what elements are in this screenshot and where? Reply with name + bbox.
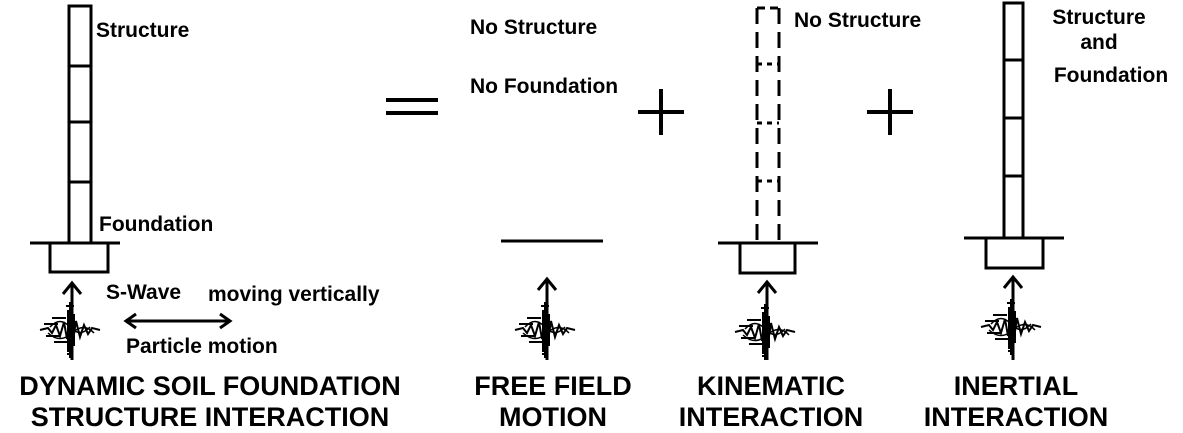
up-arrow xyxy=(61,280,83,360)
plus-sign xyxy=(638,89,684,135)
no-structure-label: No Structure xyxy=(794,9,921,32)
kinematic-panel: No Structure KINEMATIC INTERACTION xyxy=(679,6,921,432)
no-foundation-label: No Foundation xyxy=(470,75,618,98)
dssi-caption-line1: DYNAMIC SOIL FOUNDATION xyxy=(19,371,401,401)
structure-column xyxy=(67,4,93,245)
foundation-block xyxy=(984,236,1045,270)
foundation-block xyxy=(48,241,110,274)
plus-sign xyxy=(867,89,913,135)
structure-column xyxy=(1002,1,1025,240)
structure-and-foundation-label-line3: Foundation xyxy=(1054,64,1168,87)
particle-motion-arrow xyxy=(123,312,233,330)
structure-and-foundation-label-line1: Structure xyxy=(1052,6,1145,29)
free-field-caption-line1: FREE FIELD xyxy=(474,371,632,401)
dashed-structure-column xyxy=(755,6,781,241)
wave-direction-label: moving vertically xyxy=(208,283,380,306)
seismogram-icon xyxy=(734,303,796,361)
up-arrow xyxy=(756,279,778,360)
structure-label: Structure xyxy=(96,19,189,42)
foundation-block xyxy=(738,241,797,275)
dssi-caption-line2: STRUCTURE INTERACTION xyxy=(31,402,390,432)
foundation-label: Foundation xyxy=(99,213,213,236)
inertial-caption-line1: INERTIAL xyxy=(954,371,1079,401)
no-structure-label: No Structure xyxy=(470,16,597,39)
kinematic-caption-line1: KINEMATIC xyxy=(697,371,845,401)
inertial-panel: Structure and Foundation INERTIAL INTERA… xyxy=(924,1,1168,432)
up-arrow xyxy=(536,276,558,360)
seismogram-icon xyxy=(39,301,101,359)
particle-motion-label: Particle motion xyxy=(126,335,278,358)
up-arrow xyxy=(1002,274,1024,360)
s-wave-label: S-Wave xyxy=(106,281,181,304)
inertial-caption-line2: INTERACTION xyxy=(924,402,1109,432)
kinematic-caption-line2: INTERACTION xyxy=(679,402,864,432)
equals-sign xyxy=(386,98,438,115)
structure-and-foundation-label-line2: and xyxy=(1080,31,1117,54)
seismogram-icon xyxy=(980,298,1042,356)
free-field-caption-line2: MOTION xyxy=(499,402,607,432)
seismogram-icon xyxy=(514,301,576,359)
dssi-panel: Structure Foundation S-Wave moving verti… xyxy=(19,4,401,432)
free-field-panel: No Structure No Foundation FREE FIELD MO… xyxy=(470,16,632,432)
